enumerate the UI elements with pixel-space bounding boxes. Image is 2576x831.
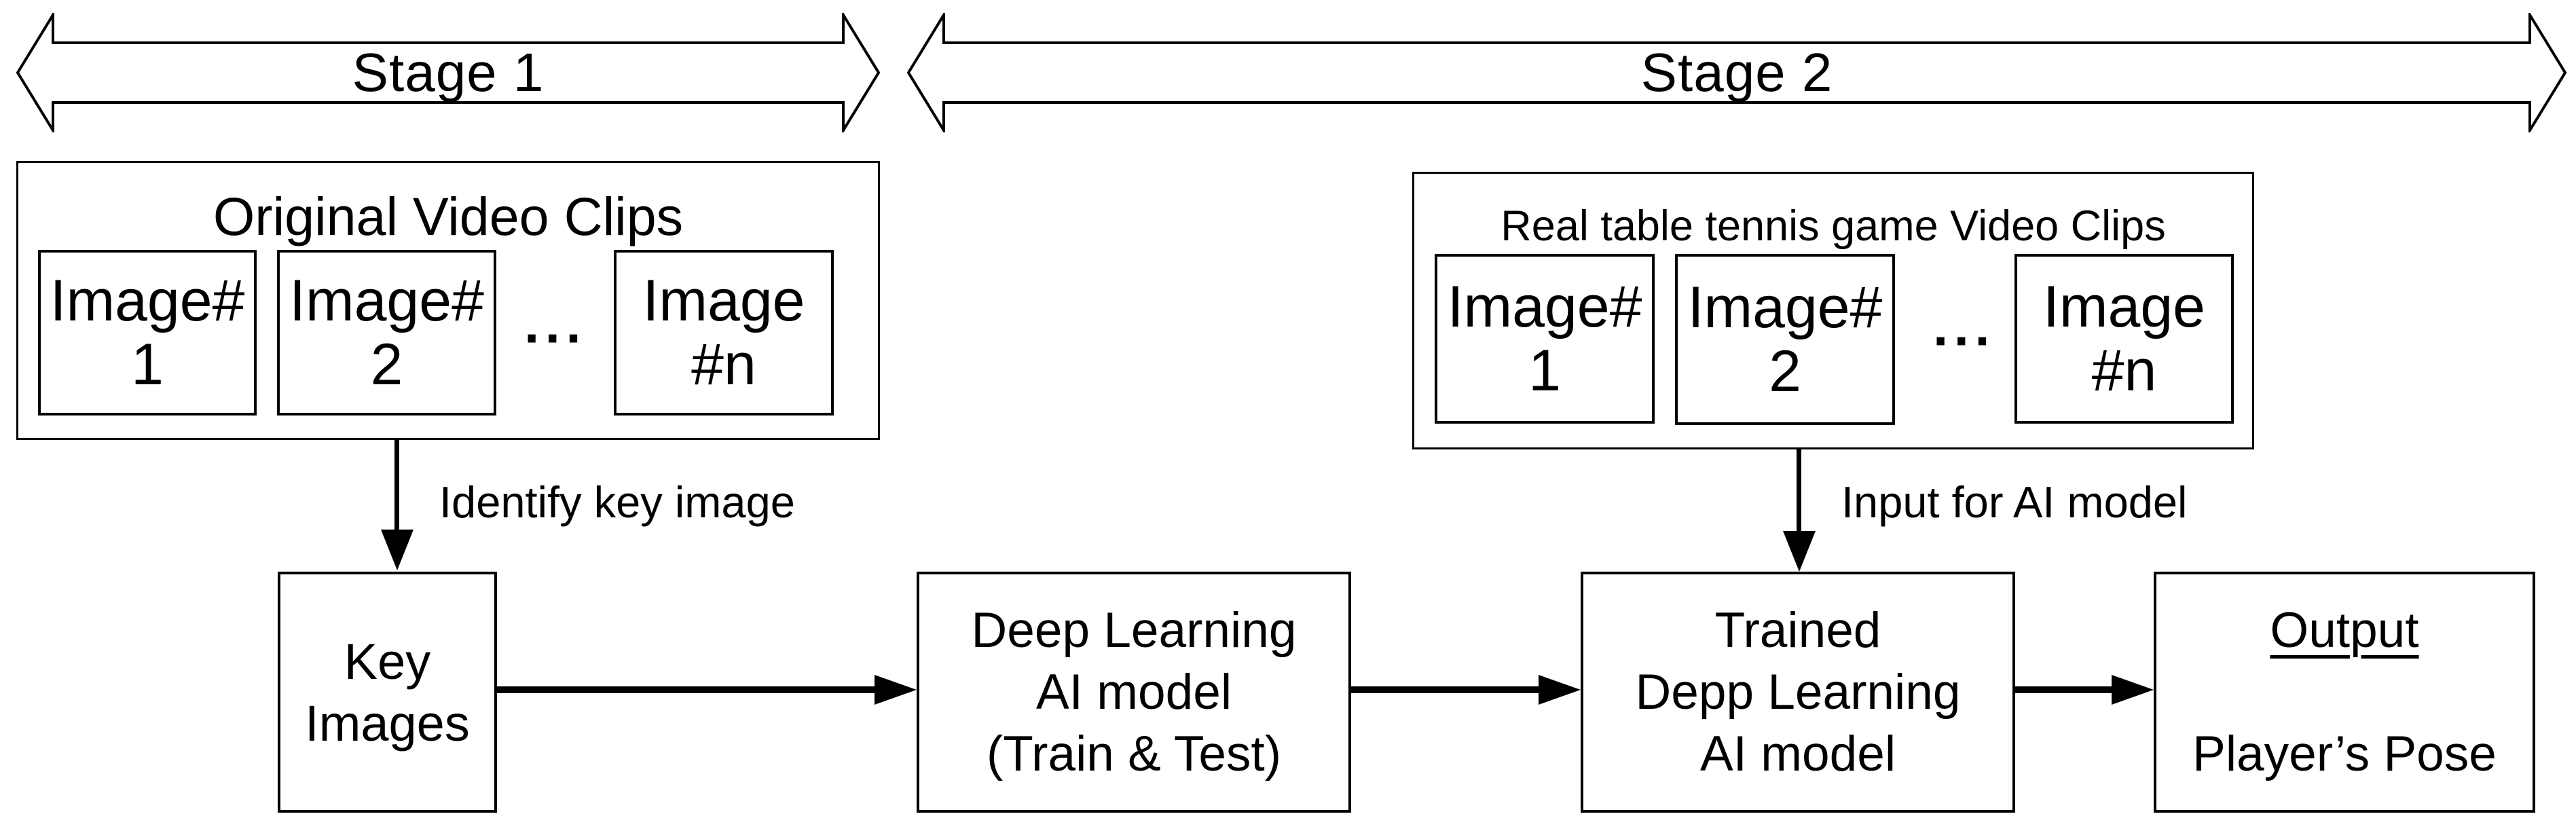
flow-arrow-2-head-icon (1539, 675, 1581, 705)
frame-label-line: #n (691, 332, 756, 397)
input-arrowhead-icon (1783, 531, 1816, 572)
node-label-line: AI model (1035, 665, 1232, 720)
stage-2-label: Stage 2 (1640, 42, 1833, 103)
output-result: Player’s Pose (2192, 726, 2497, 781)
original-frame-n: Image #n (614, 250, 834, 416)
output-box: Output Player’s Pose (2154, 572, 2535, 813)
identify-arrow-shaft (394, 440, 399, 532)
frame-label-line: Image (2042, 274, 2206, 339)
original-frame-1: Image# 1 (38, 250, 257, 416)
node-label-line: Depp Learning (1635, 665, 1961, 720)
frame-label-line: 1 (1528, 338, 1561, 403)
double-arrow-shape (16, 13, 880, 132)
stage-1-arrow: Stage 1 (16, 13, 880, 132)
flow-arrow-3-head-icon (2112, 675, 2154, 705)
frame-label-line: Image (642, 268, 805, 333)
double-arrow-shape (907, 13, 2566, 132)
frame-label-line: 2 (1769, 339, 1801, 404)
stage-1-label: Stage 1 (352, 42, 545, 103)
key-images-box: Key Images (278, 572, 497, 813)
node-label-line: (Train & Test) (986, 726, 1282, 781)
node-label-line: Deep Learning (971, 603, 1297, 658)
flow-arrow-1-head-icon (875, 675, 917, 705)
node-label-line: Key (344, 633, 431, 690)
output-heading: Output (2270, 603, 2419, 658)
original-clips-title: Original Video Clips (213, 186, 684, 246)
original-frame-2: Image# 2 (277, 250, 496, 416)
flow-arrow-1-shaft (496, 686, 875, 693)
frame-label-line: Image# (1687, 275, 1883, 340)
deep-learning-box: Deep Learning AI model (Train & Test) (917, 572, 1351, 813)
frame-label-line: Image# (1447, 274, 1642, 339)
ellipsis-dots: ··· (524, 308, 587, 368)
real-frame-n: Image #n (2014, 254, 2234, 424)
stage-2-arrow: Stage 2 (907, 13, 2566, 132)
real-clips-title: Real table tennis game Video Clips (1501, 202, 2166, 250)
frame-label-line: #n (2091, 338, 2157, 403)
identify-arrowhead-icon (381, 530, 413, 570)
ellipsis-dots: ··· (1933, 310, 1995, 371)
real-frame-1: Image# 1 (1435, 254, 1655, 424)
flow-arrow-3-shaft (2015, 686, 2112, 693)
node-label-line: Trained (1714, 603, 1881, 658)
frame-label-line: Image# (50, 268, 245, 333)
real-frame-2: Image# 2 (1675, 254, 1895, 425)
input-arrow-shaft (1797, 449, 1801, 532)
node-label-line: AI model (1699, 726, 1896, 781)
trained-model-box: Trained Depp Learning AI model (1581, 572, 2015, 813)
frame-label-line: 1 (131, 332, 164, 397)
node-label-line: Images (305, 695, 470, 752)
frame-label-line: Image# (289, 268, 484, 333)
frame-label-line: 2 (370, 332, 403, 397)
flow-arrow-2-shaft (1351, 686, 1539, 693)
input-arrow-label: Input for AI model (1841, 477, 2188, 527)
identify-arrow-label: Identify key image (439, 477, 795, 527)
